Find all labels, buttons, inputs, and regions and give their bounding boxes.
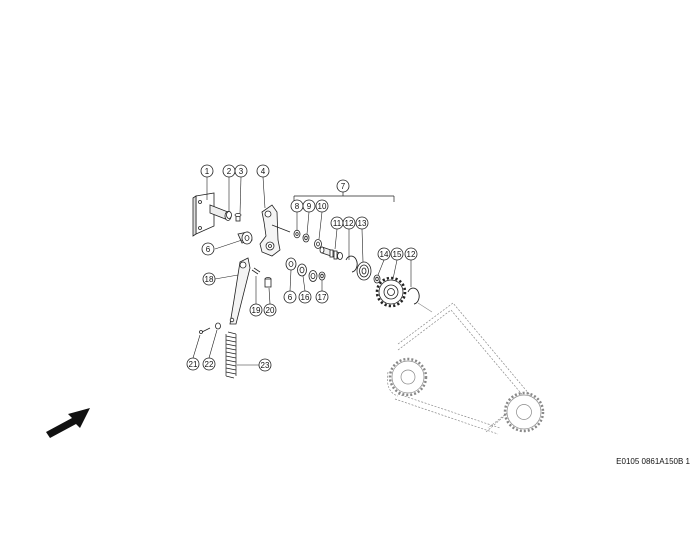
callout-3: 3: [234, 164, 248, 178]
callout-16: 16: [298, 290, 312, 304]
svg-text:8: 8: [295, 202, 300, 211]
bushing: [285, 257, 297, 271]
nut: [215, 322, 221, 330]
bolt: [234, 213, 242, 222]
callout-13: 13: [355, 216, 369, 230]
svg-text:21: 21: [189, 360, 198, 369]
svg-text:2: 2: [227, 167, 232, 176]
svg-text:11: 11: [333, 219, 342, 228]
leader-lines: [192, 176, 412, 366]
snap-ring: [407, 287, 420, 305]
callout-7: 7: [336, 179, 350, 193]
callout-4: 4: [256, 164, 270, 178]
svg-text:4: 4: [261, 167, 266, 176]
callout-12-left: 12: [342, 216, 356, 230]
callout-12-right: 12: [404, 247, 418, 261]
svg-text:1: 1: [205, 167, 210, 176]
svg-text:13: 13: [358, 219, 367, 228]
idler-shaft: [319, 246, 343, 260]
washer: [226, 211, 232, 219]
svg-text:6: 6: [288, 293, 293, 302]
snap-ring: [345, 255, 358, 273]
washer: [297, 263, 307, 277]
callout-1: 1: [200, 164, 214, 178]
svg-text:12: 12: [345, 219, 354, 228]
svg-text:15: 15: [393, 250, 402, 259]
washer: [302, 233, 310, 243]
svg-text:17: 17: [318, 293, 327, 302]
callout-20: 20: [263, 303, 277, 317]
svg-text:9: 9: [307, 202, 312, 211]
svg-text:18: 18: [205, 275, 214, 284]
chain-link: [417, 302, 433, 313]
direction-arrow-icon: [46, 408, 90, 438]
svg-text:16: 16: [301, 293, 310, 302]
idler-sprocket: [375, 276, 407, 308]
callout-17: 17: [315, 290, 329, 304]
washer: [308, 270, 318, 282]
svg-text:19: 19: [252, 306, 261, 315]
callout-10: 10: [315, 199, 329, 213]
svg-text:22: 22: [205, 360, 214, 369]
bolt: [264, 277, 272, 288]
callout-22: 22: [202, 357, 216, 371]
lever: [229, 257, 251, 325]
callout-6-lower: 6: [283, 290, 297, 304]
bushing: [237, 231, 253, 245]
callout-11: 11: [330, 216, 344, 230]
screw: [199, 327, 211, 334]
svg-text:7: 7: [341, 182, 346, 191]
callout-2: 2: [222, 164, 236, 178]
document-code: E0105 0861A150B 1: [616, 457, 690, 466]
svg-text:23: 23: [261, 361, 270, 370]
callout-19: 19: [249, 303, 263, 317]
bearing: [356, 261, 372, 281]
callout-9: 9: [302, 199, 316, 213]
callout-8: 8: [290, 199, 304, 213]
pin: [251, 267, 261, 275]
svg-text:3: 3: [239, 167, 244, 176]
svg-text:14: 14: [380, 250, 389, 259]
svg-text:12: 12: [407, 250, 416, 259]
callout-21: 21: [186, 357, 200, 371]
callout-15: 15: [390, 247, 404, 261]
drive-sprocket: [388, 357, 428, 397]
callout-18: 18: [202, 272, 216, 286]
svg-text:20: 20: [266, 306, 275, 315]
svg-text:10: 10: [318, 202, 327, 211]
washer: [314, 239, 322, 249]
washer: [318, 271, 326, 281]
driven-sprocket: [503, 391, 545, 433]
tension-spring: [225, 331, 237, 379]
callout-6-upper: 6: [201, 242, 215, 256]
callout-23: 23: [258, 358, 272, 372]
callout-14: 14: [377, 247, 391, 261]
svg-text:6: 6: [206, 245, 211, 254]
spacer: [373, 274, 381, 284]
bushing: [293, 229, 301, 239]
tension-arm: [259, 204, 291, 257]
mounting-plate: [192, 192, 232, 237]
